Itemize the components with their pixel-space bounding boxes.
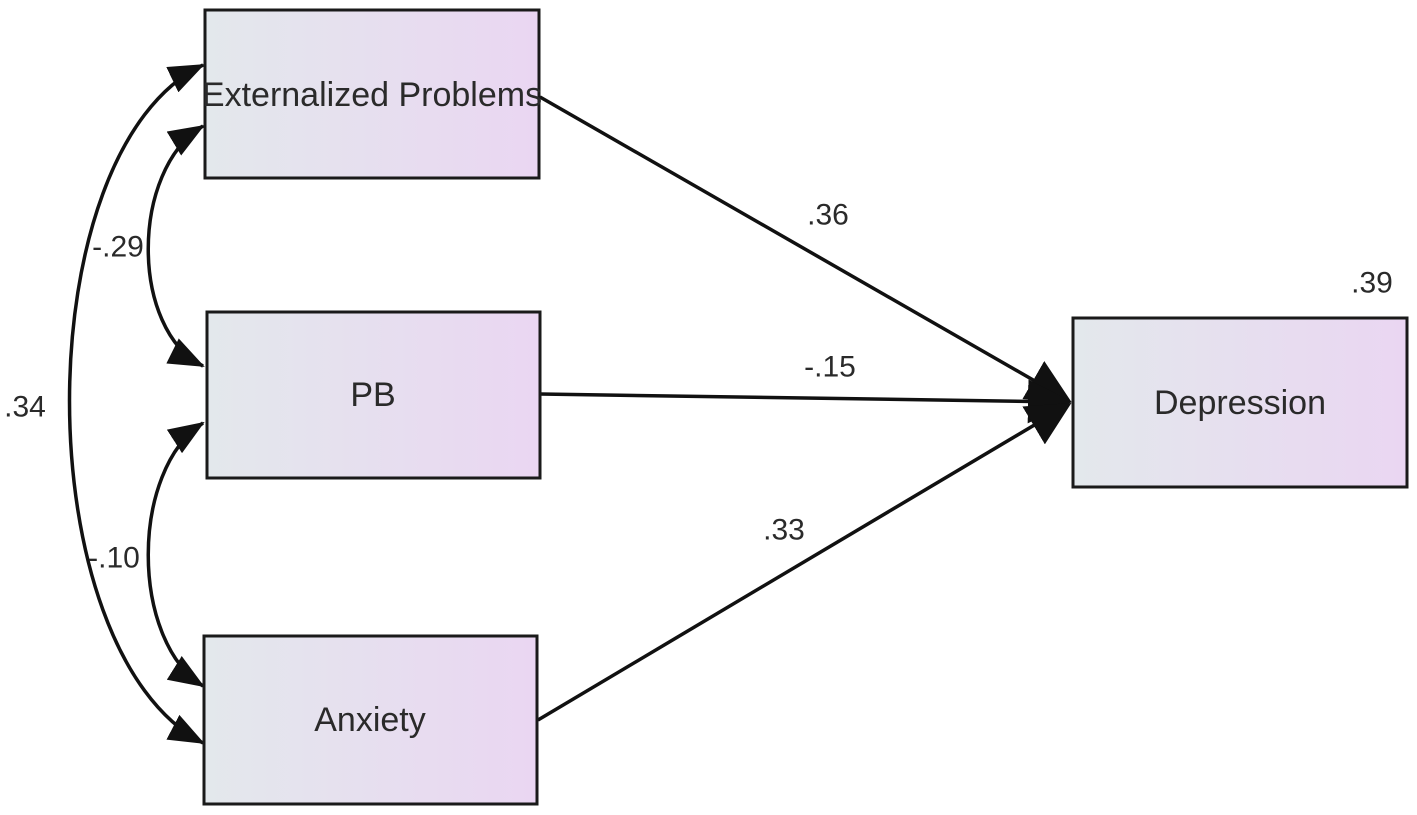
node-externalized-problems: Externalized Problems	[202, 8, 542, 180]
node-pb: PB	[205, 310, 542, 480]
coefficient-pb-to-depression: -.15	[804, 351, 856, 384]
coefficient-externalized-to-depression: .36	[807, 199, 849, 232]
correlation-label-pb-anxiety: -.10	[88, 542, 140, 575]
node-label: Externalized Problems	[202, 76, 542, 114]
node-label: Anxiety	[314, 701, 426, 739]
r-squared-depression: .39	[1351, 267, 1393, 300]
node-depression: Depression	[1071, 316, 1409, 489]
path-pb-to-depression	[539, 379, 1072, 424]
path-externalized-to-depression	[539, 95, 1072, 402]
node-label: PB	[350, 376, 395, 414]
correlation-pb-anxiety	[146, 421, 205, 688]
correlation-externalized-anxiety	[67, 63, 205, 745]
node-label: Depression	[1154, 384, 1326, 422]
node-anxiety: Anxiety	[202, 634, 539, 806]
correlation-label-externalized-pb: -.29	[92, 231, 144, 264]
correlation-label-externalized-anxiety: .34	[4, 391, 46, 424]
path-anxiety-to-depression	[537, 402, 1072, 722]
coefficient-anxiety-to-depression: .33	[763, 514, 805, 547]
correlation-externalized-pb	[146, 124, 205, 368]
